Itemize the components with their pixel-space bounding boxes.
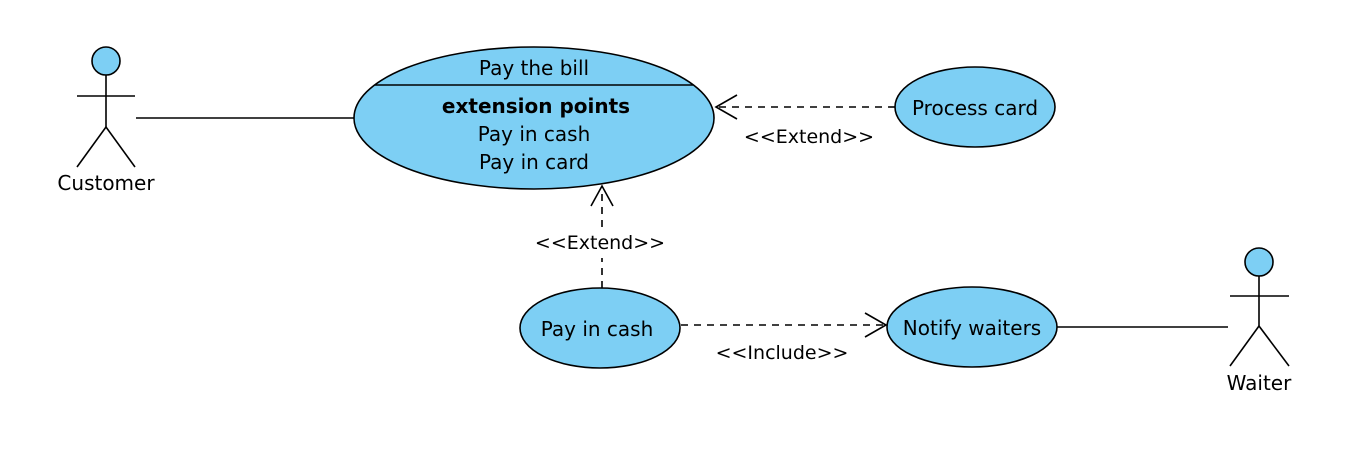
waiter-label: Waiter: [1227, 371, 1292, 395]
extension-point-pay-in-card: Pay in card: [479, 150, 589, 174]
extend-process-card-label: <<Extend>>: [744, 126, 874, 148]
customer-right-leg: [105, 126, 136, 168]
customer-head: [91, 46, 121, 76]
notify-waiters-label: Notify waiters: [903, 316, 1041, 340]
include-notify-waiters-label: <<Include>>: [716, 342, 849, 364]
relationship-extend-process-card[interactable]: <<Extend>>: [714, 94, 895, 148]
waiter-head: [1244, 247, 1274, 277]
pay-in-cash-ellipse: [519, 287, 681, 369]
process-card-label: Process card: [912, 96, 1038, 120]
extension-points-header: extension points: [442, 94, 630, 118]
use-case-process-card[interactable]: Process card: [894, 66, 1056, 148]
waiter-right-leg: [1258, 325, 1290, 367]
notify-waiters-ellipse: [886, 286, 1058, 368]
use-case-pay-the-bill[interactable]: Pay the bill extension points Pay in cas…: [353, 46, 715, 190]
use-case-notify-waiters[interactable]: Notify waiters: [886, 286, 1058, 368]
relationship-include-notify-waiters[interactable]: <<Include>>: [681, 312, 888, 364]
actor-waiter[interactable]: Waiter: [1227, 247, 1292, 395]
actor-customer[interactable]: Customer: [57, 46, 155, 195]
extend-process-card-arrowhead: [714, 94, 738, 120]
customer-left-leg: [76, 126, 107, 168]
extend-pay-in-cash-label: <<Extend>>: [535, 232, 665, 254]
waiter-left-leg: [1229, 325, 1260, 367]
customer-label: Customer: [57, 171, 155, 195]
relationship-extend-pay-in-cash[interactable]: <<Extend>>: [535, 184, 665, 288]
pay-in-cash-label: Pay in cash: [541, 317, 654, 341]
extend-pay-in-cash-arrowhead: [590, 184, 614, 207]
pay-the-bill-title: Pay the bill: [479, 56, 589, 80]
include-notify-waiters-arrowhead: [864, 312, 888, 338]
extension-point-pay-in-cash: Pay in cash: [478, 122, 591, 146]
use-case-pay-in-cash[interactable]: Pay in cash: [519, 287, 681, 369]
pay-the-bill-ellipse: [353, 46, 715, 190]
